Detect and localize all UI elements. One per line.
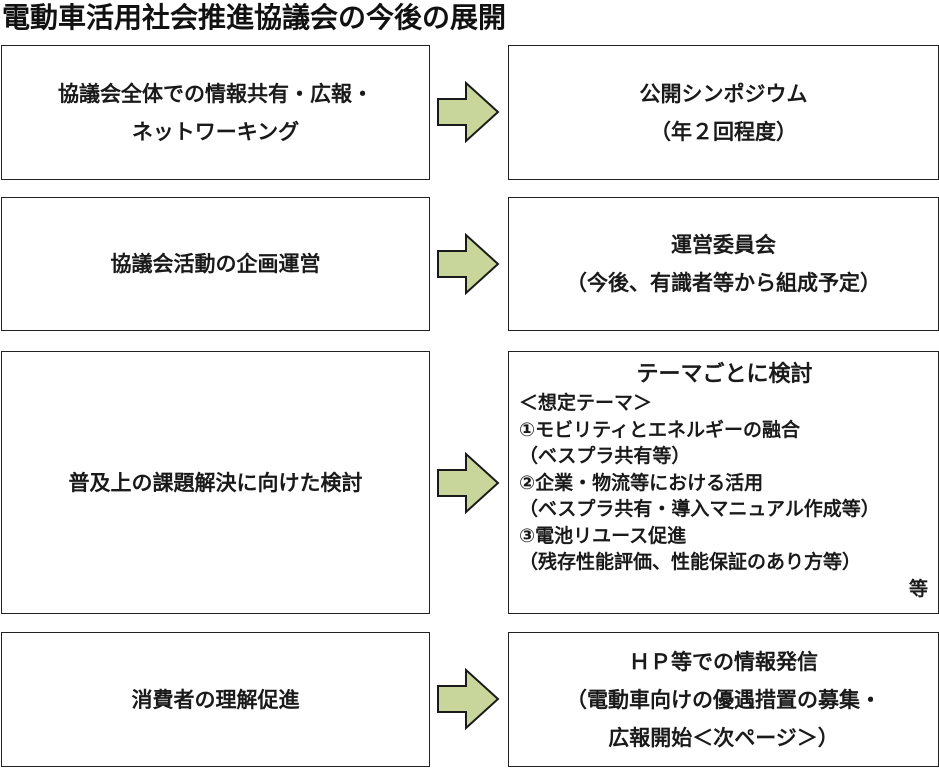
theme-item-detail: （ベスプラ共有・導入マニュアル作成等）: [519, 498, 880, 520]
right-arrow-icon: [436, 668, 502, 730]
theme-item-detail: （ベスプラ共有等）: [519, 445, 691, 467]
outcome-box-theme-study: テーマごとに検討 ＜想定テーマ＞ ①モビリティとエネルギーの融合 （ベスプラ共有…: [508, 351, 939, 614]
right-arrow-icon: [436, 233, 502, 295]
activity-box-issue-resolution: 普及上の課題解決に向けた検討: [1, 351, 430, 614]
outcome-text-line: （今後、有識者等から組成予定）: [566, 271, 881, 295]
outcome-text-line: 公開シンポジウム: [639, 81, 808, 106]
activity-text-line: 協議会活動の企画運営: [110, 252, 321, 276]
activity-text-line: 協議会全体での情報共有・広報・: [58, 81, 373, 106]
theme-item-detail: （残存性能評価、性能保証のあり方等）: [519, 551, 862, 573]
page-title: 電動車活用社会推進協議会の今後の展開: [2, 1, 507, 34]
outcome-box-symposium: 公開シンポジウム （年２回程度）: [508, 45, 939, 180]
outcome-box-web-info: ＨＰ等での情報発信 （電動車向けの優遇措置の募集・ 広報開始＜次ページ＞）: [508, 632, 939, 767]
theme-item: ②企業・物流等における活用: [519, 471, 764, 494]
activity-box-planning: 協議会活動の企画運営: [1, 197, 430, 331]
outcome-text-line: （年２回程度）: [650, 119, 797, 144]
outcome-text-line: （電動車向けの優遇措置の募集・: [566, 687, 881, 712]
theme-heading: テーマごとに検討: [636, 362, 813, 387]
theme-subheading: ＜想定テーマ＞: [519, 392, 653, 414]
outcome-text-line: ＨＰ等での情報発信: [629, 649, 818, 674]
activity-text-line: ネットワーキング: [131, 119, 300, 144]
activity-box-consumer-understanding: 消費者の理解促進: [1, 632, 430, 767]
right-arrow-icon: [436, 81, 502, 143]
right-arrow-icon: [436, 452, 502, 514]
outcome-box-steering-committee: 運営委員会 （今後、有識者等から組成予定）: [508, 197, 939, 331]
activity-text-line: 普及上の課題解決に向けた検討: [68, 470, 363, 495]
theme-etc: 等: [908, 577, 928, 600]
outcome-text-line: 運営委員会: [671, 233, 776, 257]
outcome-text-line: 広報開始＜次ページ＞）: [608, 725, 839, 750]
theme-item: ③電池リユース促進: [519, 524, 687, 547]
theme-item: ①モビリティとエネルギーの融合: [519, 418, 800, 441]
activity-text-line: 消費者の理解促進: [131, 687, 300, 712]
activity-box-info-sharing: 協議会全体での情報共有・広報・ ネットワーキング: [1, 45, 430, 180]
